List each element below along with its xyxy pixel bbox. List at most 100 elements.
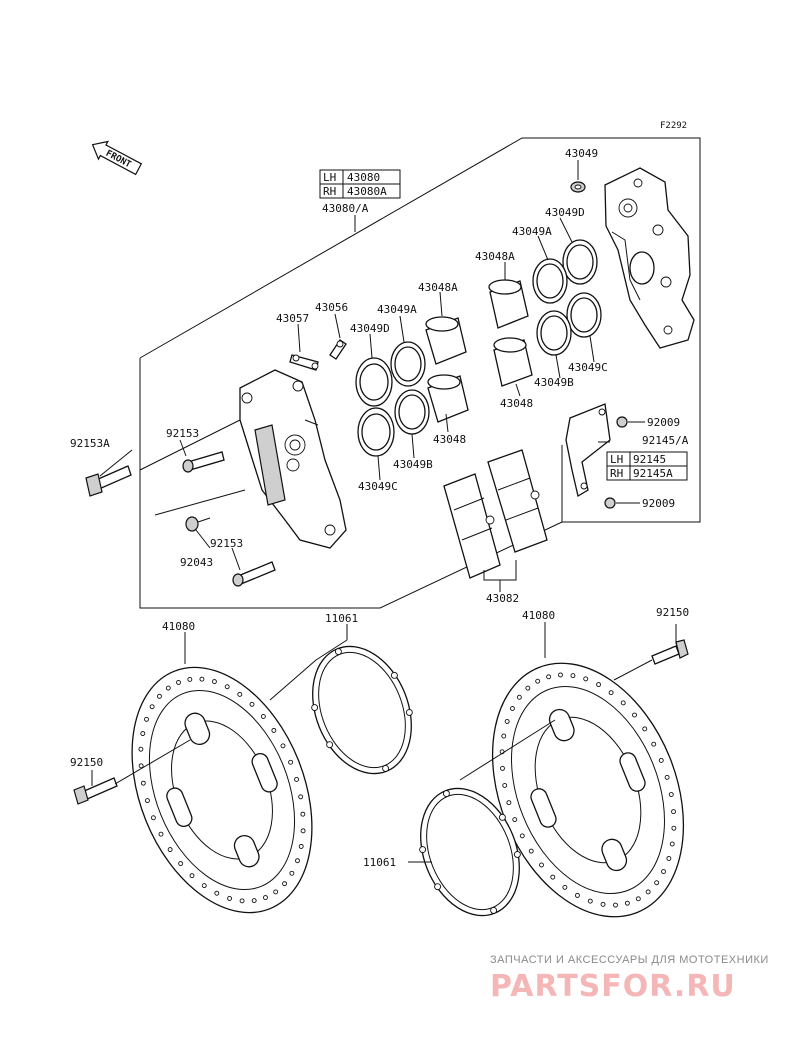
bracket-lh-side: LH: [610, 453, 623, 466]
label-43049C-left: 43049C: [358, 480, 398, 493]
caliper-half-right: [604, 167, 695, 349]
disc-vent-hole: [189, 873, 195, 879]
disc-vent-hole: [144, 798, 150, 804]
disc-vent-hole: [280, 743, 286, 749]
disc-vent-hole: [294, 776, 300, 782]
caliper-lh-part: 43080: [347, 171, 380, 184]
disc-vent-hole: [664, 774, 670, 780]
disc-vent-hole: [504, 719, 510, 724]
bolt-92153-lower: [232, 561, 276, 587]
disc-vent-hole: [298, 843, 304, 849]
label-43082: 43082: [486, 592, 519, 605]
label-92150-left: 92150: [70, 756, 103, 769]
disc-vent-hole: [562, 884, 568, 890]
label-43049A-left: 43049A: [377, 303, 417, 316]
label-43049D-left: 43049D: [350, 322, 390, 335]
disc-vent-hole: [298, 794, 304, 800]
disc-vent-hole: [199, 676, 205, 682]
disc-vent-hole: [613, 902, 618, 908]
disc-vent-hole: [273, 889, 279, 895]
bolt-92150-right: [651, 639, 689, 665]
bolt-92043: [185, 516, 211, 532]
disc-vent-hole: [144, 716, 149, 722]
label-43049D-right: 43049D: [545, 206, 585, 219]
bolt-92150-left: [73, 777, 118, 805]
leader-lines-upper: [99, 160, 610, 571]
label-43049B-right: 43049B: [534, 376, 574, 389]
disc-vent-hole: [583, 676, 589, 682]
caliper-lh-side: LH: [323, 171, 336, 184]
disc-vent-hole: [289, 870, 295, 876]
disc-vent-hole: [138, 746, 144, 752]
nut-43049: [570, 181, 586, 193]
disc-vent-hole: [239, 898, 245, 904]
disc-vent-hole: [149, 704, 155, 710]
disc-vent-hole: [666, 856, 672, 861]
figure-id: F2292: [660, 121, 687, 131]
caliper-part-table: LH 43080 RH 43080A 43080/A: [319, 169, 401, 232]
disc-vent-hole: [535, 678, 541, 684]
gasket-11061-bottom: [419, 787, 521, 917]
disc-vent-hole: [574, 892, 580, 898]
bolt-92153A: [85, 465, 132, 497]
disc-vent-hole: [211, 679, 217, 684]
disc-vent-hole: [539, 862, 544, 868]
label-11061-top: 11061: [325, 612, 358, 625]
disc-vent-hole: [635, 896, 641, 902]
label-43048A-left: 43048A: [418, 281, 458, 294]
bleeder-valve: [289, 339, 347, 371]
disc-vent-hole: [187, 676, 193, 682]
brake-disc-right: [491, 662, 685, 918]
label-92153A: 92153A: [70, 437, 110, 450]
disc-vent-hole: [519, 833, 525, 839]
disc-vent-hole: [288, 759, 294, 765]
label-43048A-right: 43048A: [475, 250, 515, 263]
label-92153-upper: 92153: [166, 427, 199, 440]
caliper-rh-side: RH: [323, 185, 336, 198]
disc-vent-hole: [282, 881, 288, 887]
bracket-rh-side: RH: [610, 467, 623, 480]
disc-vent-hole: [263, 895, 268, 901]
disc-vent-hole: [214, 890, 220, 896]
disc-vent-hole: [550, 874, 556, 880]
disc-vent-hole: [501, 733, 507, 739]
bracket-part-table: LH 92145 RH 92145A: [606, 451, 688, 481]
caliper-combined-part: 43080/A: [322, 202, 369, 215]
label-92009-top: 92009: [647, 416, 680, 429]
brake-pads: [443, 449, 548, 592]
disc-vent-hole: [300, 811, 306, 817]
watermark: ЗАПЧАСТИ И АКСЕССУАРЫ ДЛЯ МОТОТЕХНИКИ PA…: [490, 954, 768, 1004]
left-seals-pistons: [355, 316, 469, 457]
disc-vent-hole: [510, 706, 515, 711]
disc-vent-hole: [165, 685, 171, 691]
disc-vent-hole: [620, 700, 626, 706]
watermark-brand: PARTSFOR.RU: [490, 969, 736, 1004]
disc-vent-hole: [167, 847, 173, 853]
caliper-half-left: [239, 369, 347, 549]
disc-vent-hole: [140, 780, 146, 786]
bolt-92009-top: [616, 416, 645, 428]
bolt-92009-bottom: [604, 497, 640, 509]
label-92150-right: 92150: [656, 606, 689, 619]
front-arrow-icon: FRONT: [91, 140, 143, 176]
disc-vent-hole: [150, 815, 156, 821]
disc-vent-hole: [668, 792, 674, 797]
label-43056: 43056: [315, 301, 348, 314]
disc-vent-hole: [249, 701, 255, 707]
caliper-rh-part: 43080A: [347, 185, 387, 198]
label-43049C-right: 43049C: [568, 361, 608, 374]
disc-vent-hole: [227, 896, 233, 901]
disc-vent-hole: [224, 684, 230, 690]
label-92043: 92043: [180, 556, 213, 569]
label-41080-left: 41080: [162, 620, 195, 633]
disc-vent-hole: [237, 691, 243, 697]
brake-disc-left: [131, 666, 313, 914]
disc-vent-hole: [502, 783, 508, 788]
label-43049B-left: 43049B: [393, 458, 433, 471]
disc-vent-hole: [654, 880, 660, 886]
disc-vent-hole: [271, 727, 277, 733]
disc-vent-hole: [632, 712, 637, 718]
disc-vent-hole: [260, 714, 266, 719]
disc-vent-hole: [558, 672, 563, 678]
